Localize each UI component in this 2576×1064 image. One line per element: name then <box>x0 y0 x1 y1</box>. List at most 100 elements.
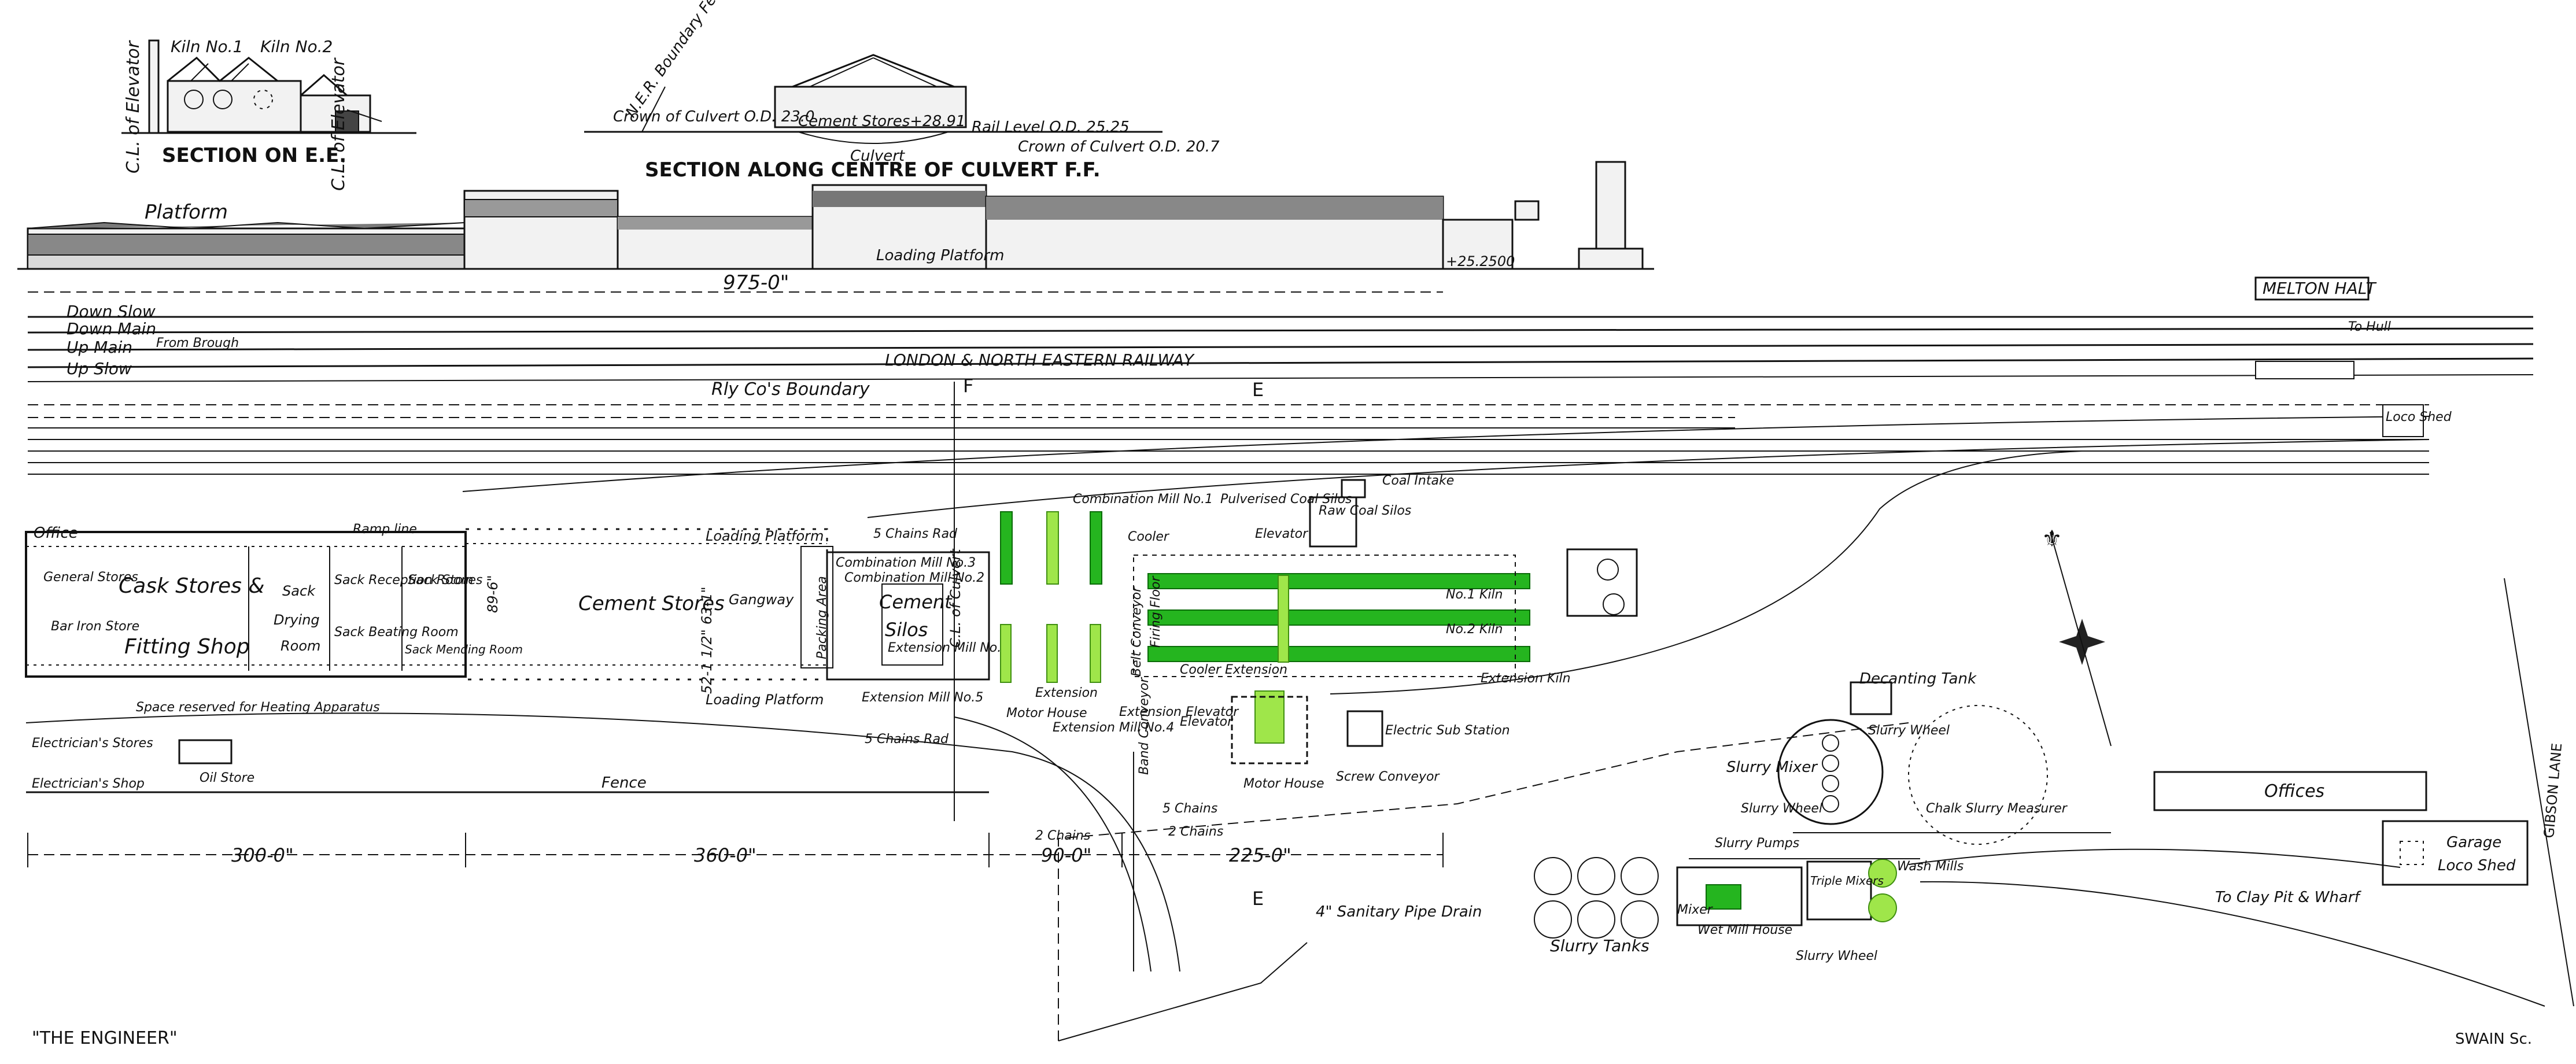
cement-silos-label-2: Silos <box>885 619 928 641</box>
loading-platform-elev-label: Loading Platform <box>876 247 1004 264</box>
firing-floor-label: Firing Floor <box>1149 575 1163 648</box>
sack-drying-label-3: Room <box>281 638 320 654</box>
footer-engraver: SWAIN Sc. <box>2455 1030 2532 1048</box>
mill-6 <box>1090 624 1101 683</box>
rail-line-1: Down Slow <box>67 302 156 321</box>
gangway-label: Gangway <box>729 592 794 608</box>
no1-kiln-label: No.1 Kiln <box>1446 588 1503 602</box>
section-ee: C.L. of Elevator C.L. of Elevator Kiln N… <box>121 37 416 191</box>
five-chains-1-label: 5 Chains <box>1162 801 1217 816</box>
loading-platform-top-label: Loading Platform <box>706 528 824 544</box>
belt-conveyor-label: Belt Conveyor <box>1130 586 1144 677</box>
slurry-pumps-label: Slurry Pumps <box>1715 836 1799 851</box>
mixer-label: Mixer <box>1677 903 1714 917</box>
dimension-line: 300-0" 360-0" 90-0" 225-0" <box>27 833 1444 867</box>
slurry-mixer-unit <box>1706 884 1741 910</box>
kiln-area: Combination Mill No.1 Pulverised Coal Si… <box>1000 474 1638 843</box>
cooler-extension-label: Cooler Extension <box>1180 663 1287 677</box>
slurry-mixer-label: Slurry Mixer <box>1726 759 1818 776</box>
level-label: +25.2500 <box>1446 253 1515 269</box>
station-label: MELTON HALT <box>2263 279 2376 298</box>
railway: MELTON HALT Loco Shed To Hull Down Slow … <box>27 276 2534 910</box>
dim-52-label: 52-1 1/2" <box>699 629 715 694</box>
section-marker-e-top: E <box>1252 379 1264 401</box>
elevator-top-label: Elevator <box>1255 527 1309 541</box>
railway-company-label: LONDON & NORTH EASTERN RAILWAY <box>885 350 1195 370</box>
elevation: Platform Loading Platform +25.2500 975-0… <box>17 161 1654 294</box>
elevation-length-label: 975-0" <box>723 271 789 294</box>
raw-coal-silos-label: Raw Coal Silos <box>1319 504 1411 518</box>
section-marker-f-top: F <box>963 375 973 397</box>
five-chains-rad-bottom: 5 Chains Rad <box>865 732 949 747</box>
garage-label-2: Loco Shed <box>2438 857 2516 874</box>
combination-mill-1-label: Combination Mill No.1 <box>1073 492 1213 507</box>
extension-small-label: Extension <box>1035 686 1098 700</box>
cl-elevator-label-1: C.L. of Elevator <box>123 40 143 173</box>
mill-4 <box>1000 624 1012 683</box>
five-chains-rad-top: 5 Chains Rad <box>873 527 958 541</box>
sack-drying-label-2: Drying <box>274 612 320 628</box>
electricians-shop-label: Electrician's Shop <box>32 777 145 791</box>
sack-reception-label: Sack Reception Room <box>334 573 473 588</box>
slurry-wheel-left-label: Slurry Wheel <box>1741 801 1822 816</box>
motor-house-2-label: Motor House <box>1243 777 1324 791</box>
section-marker-e-bottom: E <box>1252 888 1264 910</box>
mill-5 <box>1046 624 1058 683</box>
extension-mill-4 <box>1254 690 1285 744</box>
packing-area-label: Packing Area <box>815 576 829 659</box>
wet-mill-house-label: Wet Mill House <box>1697 923 1792 937</box>
sack-stores-label: Sack Stores <box>408 573 482 588</box>
bar-iron-store-label: Bar Iron Store <box>51 619 139 634</box>
electricians-stores-label: Electrician's Stores <box>32 736 153 751</box>
loco-shed-label: Loco Shed <box>2386 410 2452 424</box>
cask-stores-label: Cask Stores & <box>119 574 264 598</box>
dim-89-label: 89-6" <box>485 575 501 613</box>
svg-text:⚜: ⚜ <box>2042 526 2062 552</box>
dimension-3: 90-0" <box>1041 844 1091 866</box>
oil-store-label: Oil Store <box>200 771 254 785</box>
rly-boundary-label: Rly Co's Boundary <box>711 379 870 400</box>
ramp-line-label: Ramp line <box>353 522 417 537</box>
extension-mill-4-label: Extension Mill No.4 <box>1053 721 1174 735</box>
crown-left-label: Crown of Culvert O.D. 23.0 <box>613 108 815 125</box>
cement-silos-label-1: Cement <box>879 591 953 613</box>
kiln2-label: Kiln No.2 <box>260 37 333 56</box>
to-hull-label: To Hull <box>2348 320 2391 334</box>
dimension-4: 225-0" <box>1229 844 1291 866</box>
sack-beating-label: Sack Beating Room <box>334 625 459 640</box>
mill-1 <box>1000 511 1013 585</box>
nr-boundary-fence-label: N.E.R. Boundary Fence <box>622 0 736 121</box>
two-chains-1-label: 2 Chains <box>1035 829 1090 843</box>
garage-label-1: Garage <box>2446 834 2501 851</box>
culvert-label: Culvert <box>850 147 905 165</box>
mill-3 <box>1090 511 1102 585</box>
elevator-mid-label: Elevator <box>1180 715 1234 729</box>
slurry-tanks-label: Slurry Tanks <box>1550 936 1649 955</box>
rail-line-2: Down Main <box>67 319 156 338</box>
cement-stores-label: Cement Stores <box>578 592 725 615</box>
band-conveyor-label: Band Conveyor <box>1137 677 1152 775</box>
main-works: Office General Stores Cask Stores & Fitt… <box>25 382 1009 821</box>
dimension-2: 360-0" <box>694 844 756 866</box>
combination-mill-3-label: Combination Mill No.3 <box>836 556 976 570</box>
gibson-lane-label: GIBSON LANE <box>2541 742 2565 839</box>
kiln-2 <box>1147 609 1530 626</box>
offices-label: Offices <box>2264 781 2324 801</box>
extension-mill-6-label: Extension Mill No.6 <box>888 641 1009 655</box>
kiln1-label: Kiln No.1 <box>171 37 243 56</box>
kiln-1 <box>1147 573 1530 589</box>
electric-sub-station-label: Electric Sub Station <box>1385 723 1510 738</box>
rail-line-3: Up Main <box>67 338 132 357</box>
fence-label: Fence <box>601 774 647 792</box>
combination-mill-2-label: Combination Mill No.2 <box>844 571 984 585</box>
compass-rose: ⚜ <box>2042 526 2112 747</box>
rail-level-label: Rail Level O.D. 25.25 <box>972 119 1130 136</box>
triple-mixers-label: Triple Mixers <box>1810 874 1884 888</box>
cooler-label: Cooler <box>1128 530 1170 544</box>
east-site: Offices Garage Loco Shed To Clay Pit & W… <box>1908 526 2574 1007</box>
pulverised-coal-silos-label: Pulverised Coal Silos <box>1220 492 1352 507</box>
mill-2 <box>1046 511 1059 585</box>
wash-mill-2 <box>1868 893 1897 922</box>
cl-elevator-label-2: C.L. of Elevator <box>329 57 349 191</box>
